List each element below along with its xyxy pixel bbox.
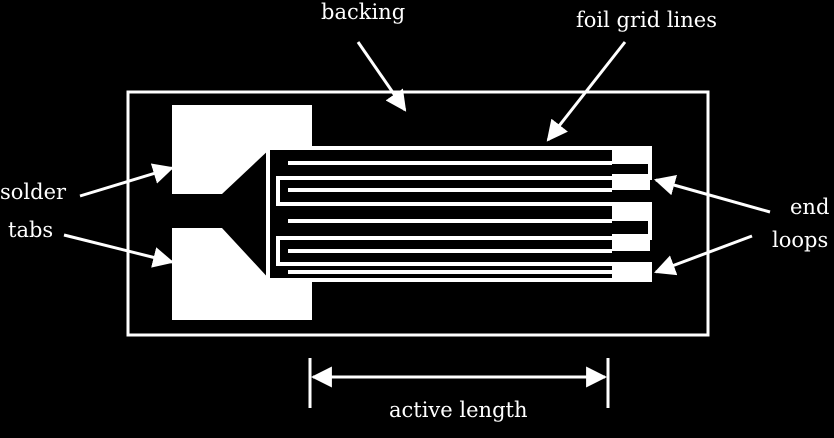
- foil-grid-lines-label: foil grid lines: [576, 8, 717, 32]
- end-loop-pad-2: [612, 174, 650, 190]
- foil-grid-outer-contour: [266, 146, 652, 282]
- foil-grid-arrow: [546, 41, 627, 142]
- backing-label: backing: [321, 0, 405, 24]
- solder-tab-upper: [172, 105, 312, 194]
- active-length-label: active length: [389, 398, 527, 422]
- end-loops: [612, 148, 650, 280]
- end-loops-label-line1: end: [790, 195, 829, 219]
- solder-tab-lower: [172, 228, 312, 320]
- end-loop-arrow-lower: [654, 234, 753, 276]
- solder-tab-arrow-lower: [63, 233, 175, 268]
- end-loop-arrow-upper: [653, 174, 771, 214]
- backing-arrow: [356, 41, 407, 112]
- end-loops-label-line2: loops: [772, 228, 828, 252]
- active-length-dimension: [308, 358, 610, 408]
- solder-tabs-label-line2: tabs: [8, 218, 53, 242]
- foil-grid: [266, 146, 652, 282]
- end-loop-pad-5: [612, 264, 650, 280]
- backing-outline: [126, 90, 710, 337]
- end-loop-pad-3: [612, 204, 650, 221]
- end-loop-pad-1: [612, 148, 650, 164]
- pointer-arrows: [63, 41, 771, 276]
- solder-tab-arrow-upper: [79, 163, 175, 198]
- end-loop-pad-4: [612, 234, 650, 251]
- solder-tabs-label-line1: solder: [0, 180, 67, 204]
